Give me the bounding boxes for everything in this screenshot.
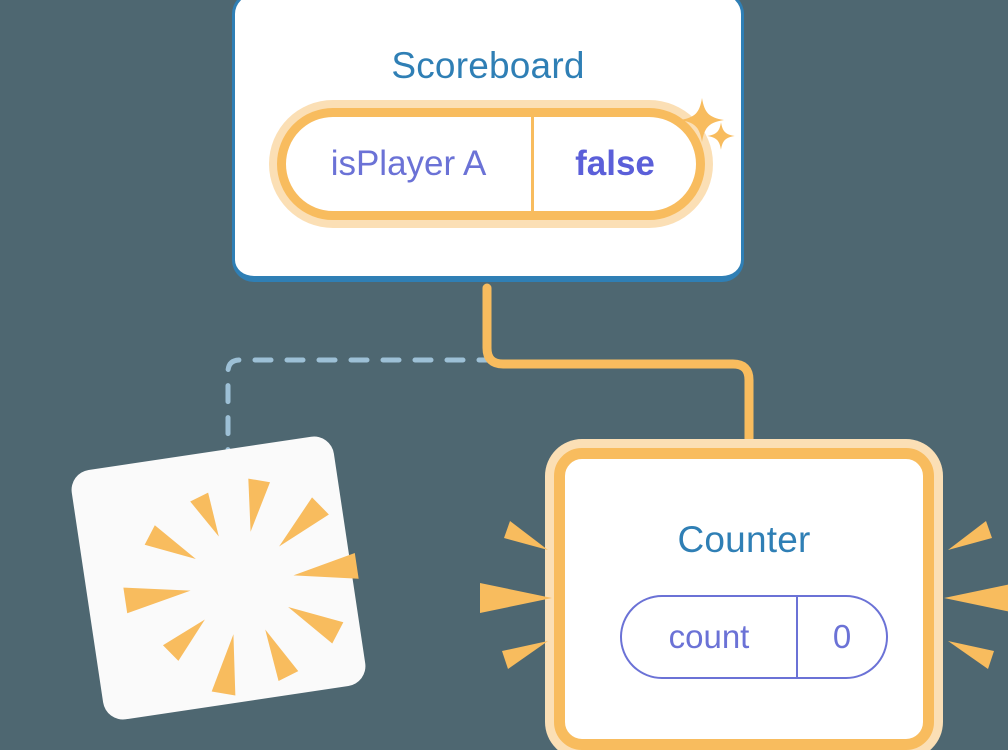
sparkle-large-icon	[680, 98, 724, 142]
counter-card[interactable]: Counter count 0	[554, 448, 934, 750]
state-pill-isplayer-a[interactable]: isPlayer A false	[277, 108, 705, 220]
connector-scoreboard-to-counter	[482, 283, 754, 465]
state-pill-value: 0	[796, 597, 886, 677]
state-pill-key: count	[668, 618, 750, 655]
state-pill-count[interactable]: count 0	[620, 595, 888, 679]
burst-effect-blank-card	[123, 478, 359, 696]
scoreboard-card[interactable]: Scoreboard isPlayer A false	[232, 0, 744, 282]
burst-effect-counter-right	[944, 521, 1008, 669]
state-pill-key: isPlayer A	[330, 144, 487, 183]
sparkle-small-icon	[707, 122, 735, 150]
state-pill-value: false	[531, 117, 696, 211]
burst-effect-counter-left	[480, 521, 552, 669]
page-title-counter: Counter	[677, 519, 811, 560]
page-title-scoreboard: Scoreboard	[391, 45, 585, 86]
